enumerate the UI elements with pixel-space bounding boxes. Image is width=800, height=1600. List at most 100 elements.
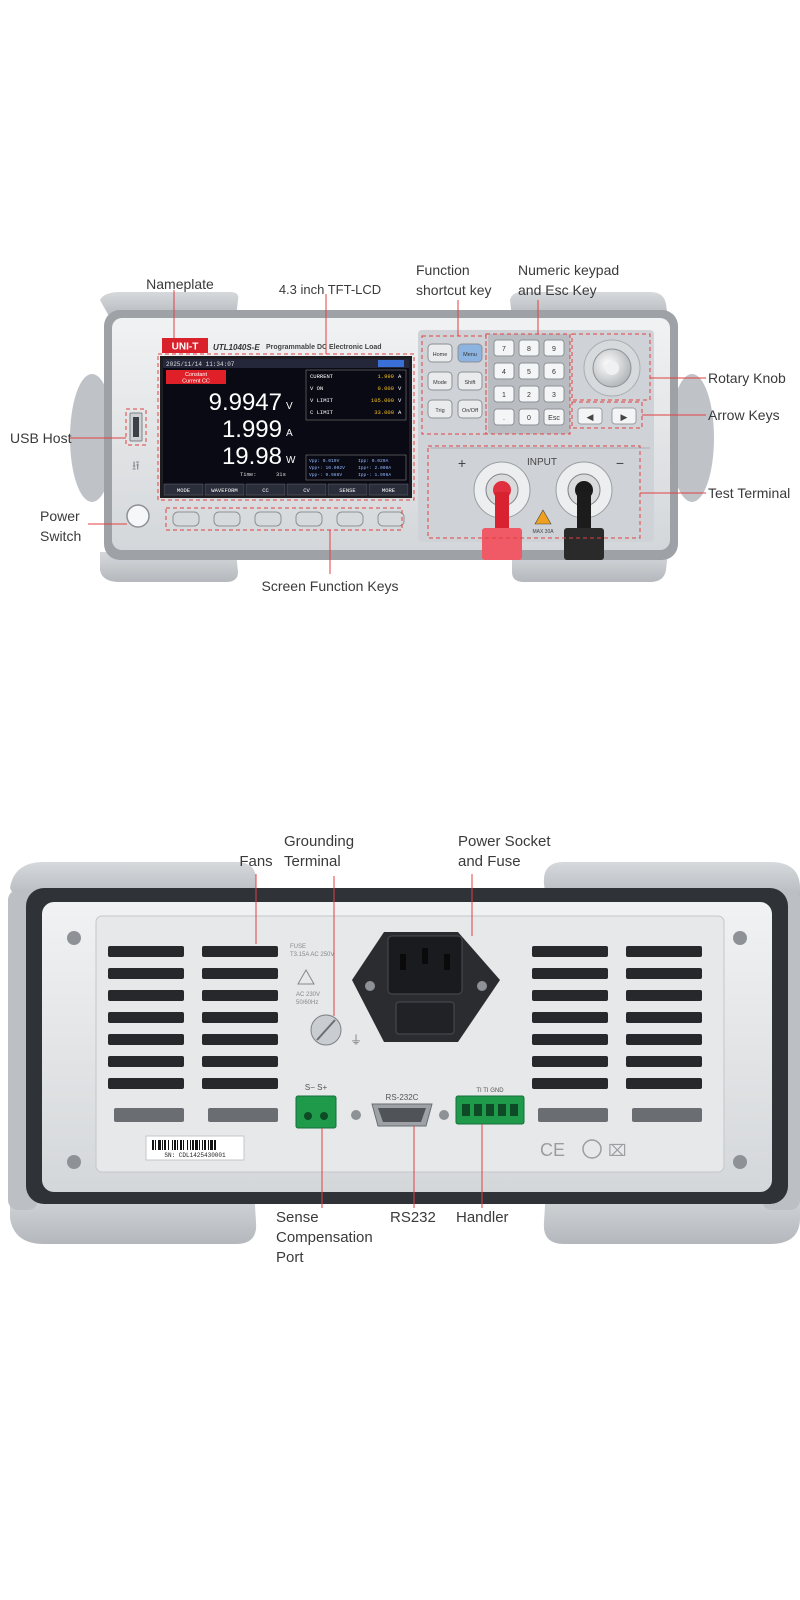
numeric-key[interactable] [543,362,565,380]
numeric-key[interactable] [543,408,565,426]
positive-terminal-plug-base [482,528,522,560]
fan-vent-slot [108,990,184,1001]
fan-vent-slot [626,968,702,979]
front-callout-boxes [125,333,651,539]
fan-vent-slot [202,1078,278,1089]
numeric-key[interactable] [543,385,565,403]
fan-vent-slot-bottom [114,1108,184,1122]
barcode-bar [180,1140,182,1150]
fuse-drawer[interactable] [395,1001,455,1035]
screen-function-key[interactable] [213,511,241,527]
callout-lcd: 4.3 inch TFT-LCD [278,282,382,297]
lcd-time-value: 31s [276,471,286,478]
arrow-right-icon: ▶ [621,413,628,423]
lcd-mode-banner-line1: Constant [185,372,207,378]
usb-port-slot [133,417,139,437]
function-key[interactable] [427,371,453,391]
lcd-power-unit: W [286,455,296,466]
callout-arrow-keys: Arrow Keys [708,407,780,423]
numeric-key[interactable] [518,408,540,426]
numeric-key[interactable] [493,339,515,357]
barcode-bar [168,1140,169,1150]
handler-pin [498,1104,506,1116]
callout-box-numeric [485,333,571,435]
fan-vent-slot [626,1034,702,1045]
screen-function-key[interactable] [254,511,282,527]
numeric-key[interactable] [493,408,515,426]
barcode-bar [177,1140,178,1150]
callout-box-arrows [571,401,643,429]
handler-pin [510,1104,518,1116]
fan-vent-slot [202,1056,278,1067]
handler-pin [486,1104,494,1116]
numeric-key[interactable] [518,339,540,357]
function-key-label: Mode [433,380,447,386]
numeric-key-label: . [503,415,505,422]
handler-pin-labels: TI TI GND [476,1088,504,1094]
sense-port-pin-1 [304,1112,312,1120]
lcd-voltage-unit: V [286,401,293,412]
fan-vent-slot [532,1034,608,1045]
function-key[interactable] [457,399,483,419]
numeric-key[interactable] [493,385,515,403]
numeric-key[interactable] [493,362,515,380]
socket-screw-right [477,981,487,991]
screen-function-key[interactable] [172,511,200,527]
fan-vent-slot [108,1034,184,1045]
lcd-param-unit: A [398,373,402,380]
fuse-line-2: T3.15A AC 250V [290,952,334,958]
numeric-key[interactable] [518,385,540,403]
brand-logo-plate [162,338,208,353]
numeric-key[interactable] [543,339,565,357]
function-key[interactable] [457,371,483,391]
fan-vent-slot [532,990,608,1001]
numeric-key-label: Esc [548,415,560,422]
barcode-bar [195,1140,198,1150]
numeric-key-label: 9 [552,346,556,353]
sense-compensation-port[interactable] [295,1095,337,1129]
numeric-key-label: 4 [502,369,506,376]
screen-function-key[interactable] [336,511,364,527]
ac-line-1: AC 230V [296,992,320,998]
lcd-mode-banner-line2: Current CC [182,379,210,385]
lcd-softkey-label: CV [303,487,310,494]
lcd-stat-right: Ipp: 0.020A [358,458,389,464]
barcode-bar [174,1140,176,1150]
arrow-right-key[interactable] [611,407,637,425]
screen-function-key[interactable] [377,511,405,527]
numeric-key[interactable] [518,362,540,380]
warning-icon [534,509,552,525]
lcd-timestamp: 2025/11/14 11:34:07 [166,361,235,368]
fan-vents-left [108,946,278,1122]
socket-screw-left [365,981,375,991]
input-plus-label: + [458,455,466,471]
lcd-softkey-label: MORE [382,487,396,494]
barcode-bar [190,1140,191,1150]
numeric-key-label: 7 [502,346,506,353]
rear-panel: FUSE T3.15A AC 250V AC 230V 50/60Hz ⏚ S−… [8,862,800,1244]
function-key[interactable] [427,343,453,363]
function-key[interactable] [427,399,453,419]
power-switch[interactable] [126,504,150,528]
lcd-param-value: 105.000 [371,397,394,404]
power-socket[interactable] [387,935,463,995]
function-key[interactable] [457,343,483,363]
fan-vent-slot [532,1078,608,1089]
barcode-bar [210,1140,213,1150]
fan-vent-slot-bottom [208,1108,278,1122]
lcd-current-value: 1.999 [222,416,282,443]
rear-leader-lines [255,874,483,1208]
fan-vent-slot [108,1078,184,1089]
callout-function-shortcut: Function shortcut key [416,262,492,298]
function-key-label: On/Off [462,408,479,414]
fan-vent-slot [108,1056,184,1067]
lcd-softkey-tab [245,483,286,496]
callout-screen-function-keys: Screen Function Keys [261,578,399,594]
sense-port-screw [351,1110,361,1120]
callout-power-socket: Power Socket and Fuse [458,833,551,870]
arrow-left-key[interactable] [577,407,603,425]
lcd-stat-left: Vpp: 0.019V [309,458,340,464]
lcd-stat-right: Ipp+: 2.000A [358,465,391,471]
screen-function-key[interactable] [295,511,323,527]
